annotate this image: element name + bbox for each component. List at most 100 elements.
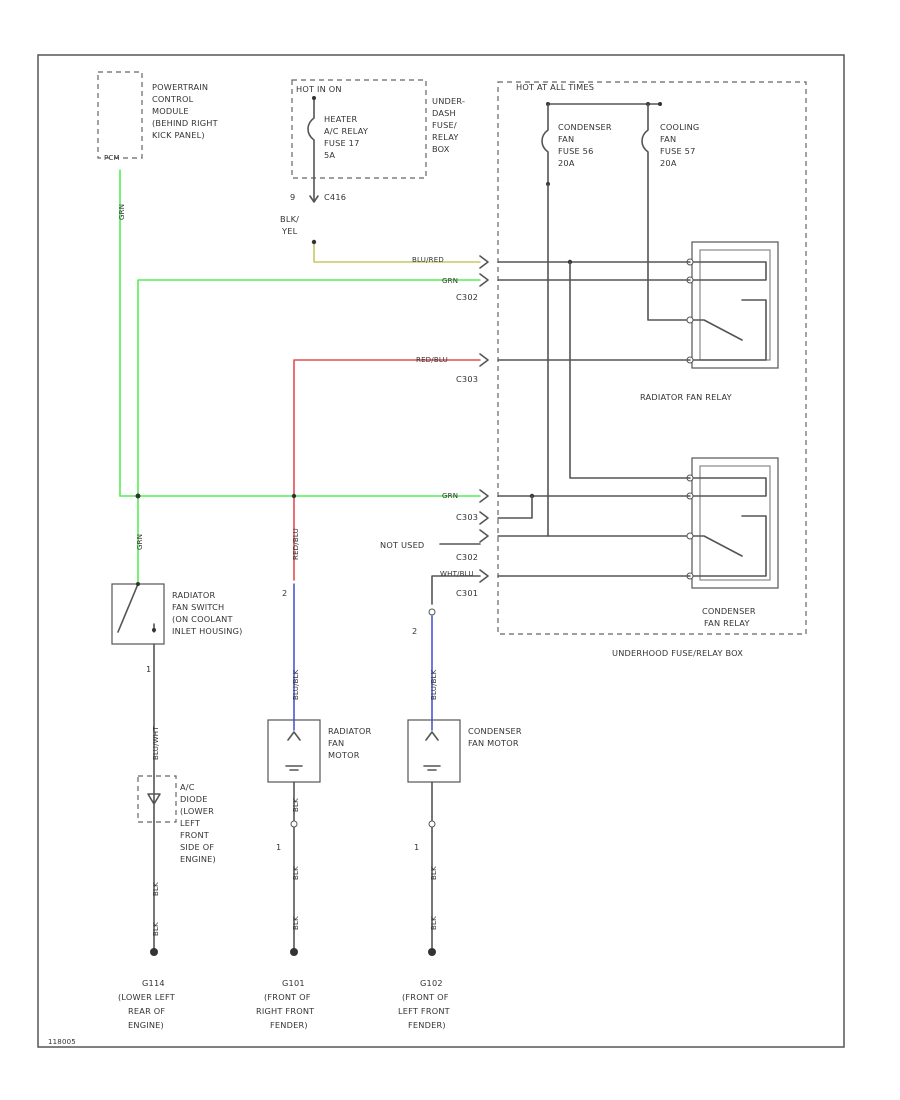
fuse-56-line1: CONDENSER xyxy=(558,122,612,132)
ac-diode-label-6: SIDE OF xyxy=(180,842,214,852)
under-dash-box-outline xyxy=(291,79,427,179)
connector-c302-b: C302 xyxy=(456,552,478,562)
connector-arrows xyxy=(479,255,489,583)
c416-arrow xyxy=(309,195,319,203)
ac-diode-label-2: DIODE xyxy=(180,794,208,804)
ground-g101-id: G101 xyxy=(282,978,305,988)
wire-label-grn-b: GRN xyxy=(442,492,458,500)
connector-c303-a: C303 xyxy=(456,374,478,384)
wire-label-grn-v2: GRN xyxy=(136,534,144,550)
wire-label-blk-7: BLK xyxy=(430,916,438,930)
ground-g102-loc-3: FENDER) xyxy=(408,1020,446,1030)
underhood-header: HOT AT ALL TIMES xyxy=(516,82,594,92)
wire-label-grn-v: GRN xyxy=(118,204,126,220)
fan-switch-label-1: RADIATOR xyxy=(172,590,215,600)
wire-label-blk-5: BLK xyxy=(292,916,300,930)
pcm-label-line4: (BEHIND RIGHT xyxy=(152,118,219,128)
pin-1-switch: 1 xyxy=(146,664,151,674)
radiator-relay-label: RADIATOR FAN RELAY xyxy=(640,392,733,402)
radiator-relay-box xyxy=(691,241,779,369)
rad-motor-label-3: MOTOR xyxy=(328,750,360,760)
wire-label-blk-3: BLK xyxy=(292,798,300,812)
wire-label-blk-2: BLK xyxy=(152,922,160,936)
ac-diode-label-7: ENGINE) xyxy=(180,854,216,864)
heater-fuse-line1: HEATER xyxy=(324,114,357,124)
fuse-57-line3: FUSE 57 xyxy=(660,146,696,156)
pcm-box xyxy=(97,71,143,159)
fan-switch-label-4: INLET HOUSING) xyxy=(172,626,243,636)
ground-g114-loc-1: (LOWER LEFT xyxy=(118,992,176,1002)
underhood-label: UNDERHOOD FUSE/RELAY BOX xyxy=(612,648,743,658)
ground-g114 xyxy=(150,948,158,956)
radiator-fan-switch: RADIATOR FAN SWITCH (ON COOLANT INLET HO… xyxy=(111,582,243,674)
wire-label-red-blu: RED/BLU xyxy=(416,356,448,364)
under-dash-label-4: RELAY xyxy=(432,132,459,142)
ground-g114-id: G114 xyxy=(142,978,165,988)
wire-label-blk-6: BLK xyxy=(430,866,438,880)
underhood-fuse-box: HOT AT ALL TIMES UNDERHOOD FUSE/RELAY BO… xyxy=(497,81,807,658)
splice-2-link xyxy=(497,495,533,519)
fan-switch-contact xyxy=(117,583,155,633)
pin-2b: 2 xyxy=(412,626,417,636)
ground-g101-loc-3: FENDER) xyxy=(270,1020,308,1030)
blk-yel-dot xyxy=(311,239,317,245)
fan-switch-box xyxy=(111,583,165,645)
ground-g101 xyxy=(290,948,298,956)
fan-switch-dot-1 xyxy=(136,582,140,586)
radiator-relay-inner xyxy=(699,249,771,361)
condenser-motor-box xyxy=(407,719,461,783)
pin-1-g2: 1 xyxy=(276,842,281,852)
ac-diode-label-4: LEFT xyxy=(180,818,201,828)
ac-diode-label-3: (LOWER xyxy=(180,806,214,816)
condenser-relay-inner xyxy=(699,465,771,581)
pin-1-g3: 1 xyxy=(414,842,419,852)
condenser-motor-symbol xyxy=(423,731,441,771)
pcm-label-line1: POWERTRAIN xyxy=(152,82,208,92)
not-used-label: NOT USED xyxy=(380,540,424,550)
fuse-56-line3: FUSE 56 xyxy=(558,146,594,156)
ground-g101-loc-2: RIGHT FRONT xyxy=(256,1006,315,1016)
fuse-56-line4: 20A xyxy=(558,158,575,168)
wire-grn-upper xyxy=(119,169,481,497)
wire-label-blu-blk-2: BLU/BLK xyxy=(430,669,438,700)
wire-label-wht-blu: WHT/BLU xyxy=(440,570,474,578)
ground-g102-loc-1: (FRONT OF xyxy=(402,992,449,1002)
ac-diode-symbol xyxy=(147,775,161,823)
fan-switch-dot-2 xyxy=(152,628,156,632)
fuse-57-symbol xyxy=(641,103,691,321)
ground-g114-loc-3: ENGINE) xyxy=(128,1020,164,1030)
condenser-relay-box xyxy=(691,457,779,589)
ac-diode-label-5: FRONT xyxy=(180,830,210,840)
fuse-56-symbol xyxy=(541,103,549,185)
heater-fuse-dot xyxy=(312,96,316,100)
bus-dot-3 xyxy=(658,102,662,106)
wire-wht-blu xyxy=(431,575,481,605)
pcm-label-line5: KICK PANEL) xyxy=(152,130,205,140)
condenser-relay-label-2: FAN RELAY xyxy=(704,618,750,628)
underhood-box-outline xyxy=(497,81,807,635)
pcm-label-line3: MODULE xyxy=(152,106,189,116)
wire-label-blk-4: BLK xyxy=(292,866,300,880)
heater-fuse-line4: 5A xyxy=(324,150,335,160)
fuse-57-line4: 20A xyxy=(660,158,677,168)
under-dash-label-3: FUSE/ xyxy=(432,120,457,130)
pcm: PCM POWERTRAIN CONTROL MODULE (BEHIND RI… xyxy=(97,71,219,162)
cond-motor-label-1: CONDENSER xyxy=(468,726,522,736)
fan-switch-label-3: (ON COOLANT xyxy=(172,614,233,624)
wire-label-blu-red: BLU/RED xyxy=(412,256,444,264)
condenser-relay-coil xyxy=(689,477,767,497)
ac-diode-label-1: A/C xyxy=(180,782,195,792)
radiator-fan-motor: RADIATOR FAN MOTOR xyxy=(267,719,371,783)
wire-label-blu-blk-1: BLU/BLK xyxy=(292,669,300,700)
ground-g102 xyxy=(428,948,436,956)
connector-c416: C416 xyxy=(324,192,346,202)
connector-c301: C301 xyxy=(456,588,478,598)
connector-c302-a: C302 xyxy=(456,292,478,302)
ground-g102-id: G102 xyxy=(420,978,443,988)
radiator-motor-symbol xyxy=(285,731,303,771)
heater-fuse-line3: FUSE 17 xyxy=(324,138,360,148)
wire-label-blk-yel-1: BLK/ xyxy=(280,214,299,224)
ground-g102-loc-2: LEFT FRONT xyxy=(398,1006,451,1016)
rad-motor-label-2: FAN xyxy=(328,738,344,748)
